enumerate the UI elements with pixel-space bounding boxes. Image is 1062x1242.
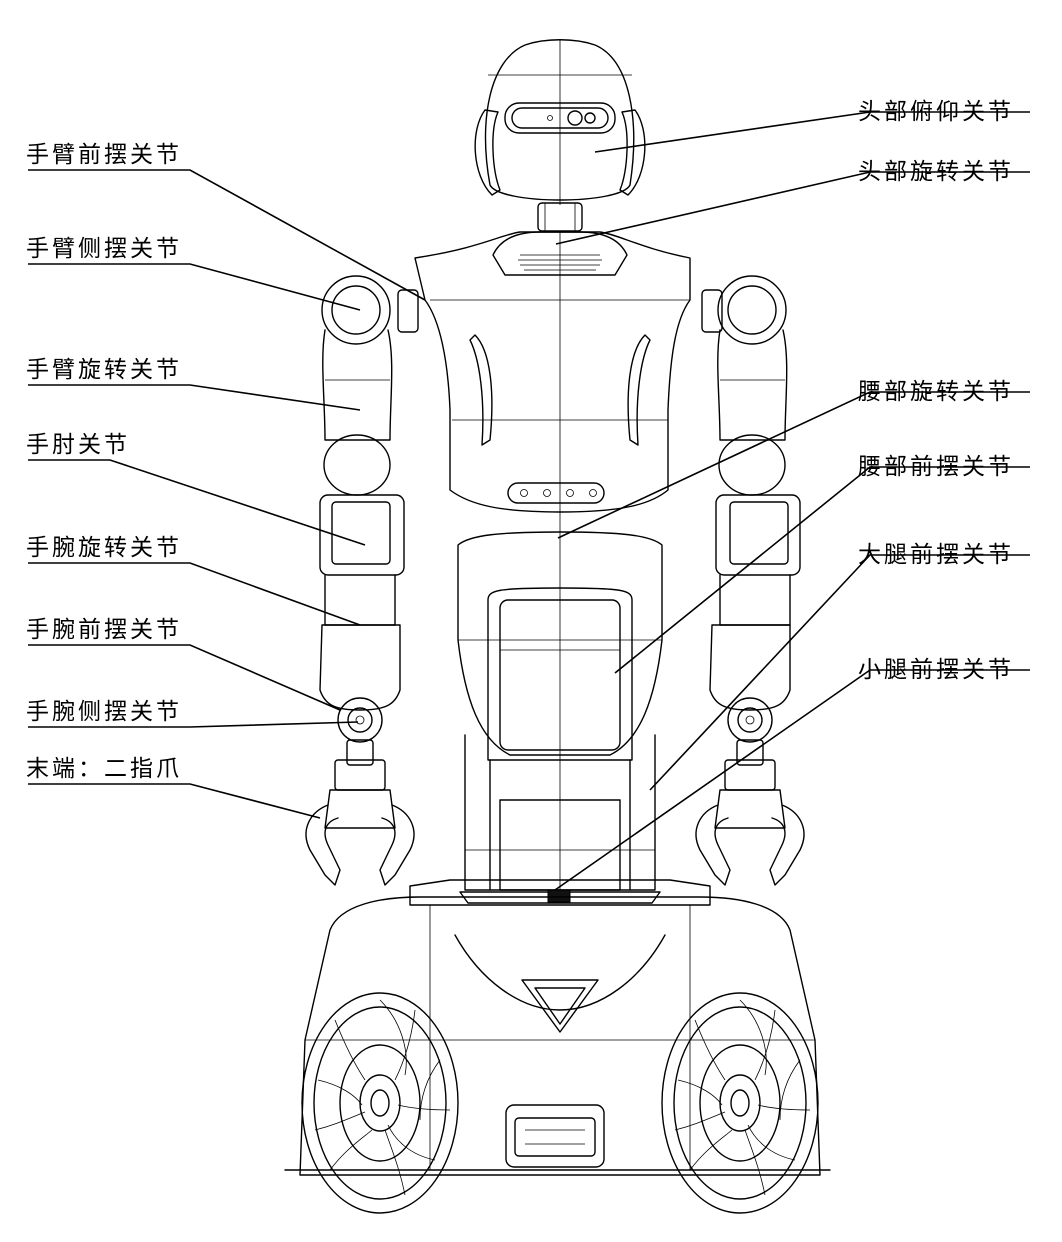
- leader-arm-rotation: [28, 384, 361, 411]
- leader-wrist-side-swing: [28, 721, 359, 728]
- label-wrist-rotation-joint: 手腕旋转关节: [26, 535, 182, 561]
- label-shank-forward-swing-joint: 小腿前摆关节: [858, 657, 1014, 683]
- label-arm-forward-swing-joint: 手臂前摆关节: [26, 142, 182, 168]
- label-waist-forward-swing-joint: 腰部前摆关节: [858, 454, 1014, 480]
- label-end-two-finger-gripper: 末端：二指爪: [26, 756, 182, 782]
- left-arm: [305, 275, 419, 886]
- label-wrist-side-swing-joint: 手腕侧摆关节: [26, 699, 182, 725]
- leader-arm-side-swing: [28, 263, 361, 311]
- leader-elbow: [28, 459, 366, 546]
- label-waist-rotation-joint: 腰部旋转关节: [858, 379, 1014, 405]
- leader-end-gripper: [28, 783, 321, 819]
- label-elbow-joint: 手肘关节: [26, 432, 130, 458]
- leader-thigh-forward-swing: [649, 554, 1030, 791]
- robot-base: [284, 879, 831, 1176]
- leader-lines: [28, 111, 1030, 891]
- robot-head: [474, 39, 646, 232]
- leader-waist-rotation: [557, 391, 1030, 539]
- robot-waist: [457, 531, 663, 761]
- leader-waist-forward-swing: [614, 466, 1030, 674]
- robot-torso: [414, 231, 691, 900]
- label-arm-side-swing-joint: 手臂侧摆关节: [26, 236, 182, 262]
- leader-head-pitch: [594, 111, 1030, 153]
- left-wheel: [301, 992, 459, 1214]
- leader-shank-forward-swing: [554, 669, 1030, 891]
- label-thigh-forward-swing-joint: 大腿前摆关节: [858, 542, 1014, 568]
- label-head-rotation-joint: 头部旋转关节: [858, 159, 1014, 185]
- right-wheel: [661, 992, 819, 1214]
- leader-wrist-forward-swing: [28, 644, 341, 711]
- leader-wrist-rotation: [28, 562, 361, 626]
- label-arm-rotation-joint: 手臂旋转关节: [26, 357, 182, 383]
- label-wrist-forward-swing-joint: 手腕前摆关节: [26, 617, 182, 643]
- right-arm: [695, 275, 805, 886]
- label-head-pitch-joint: 头部俯仰关节: [858, 99, 1014, 125]
- leader-arm-forward-swing: [28, 169, 426, 301]
- leader-head-rotation: [555, 171, 1030, 245]
